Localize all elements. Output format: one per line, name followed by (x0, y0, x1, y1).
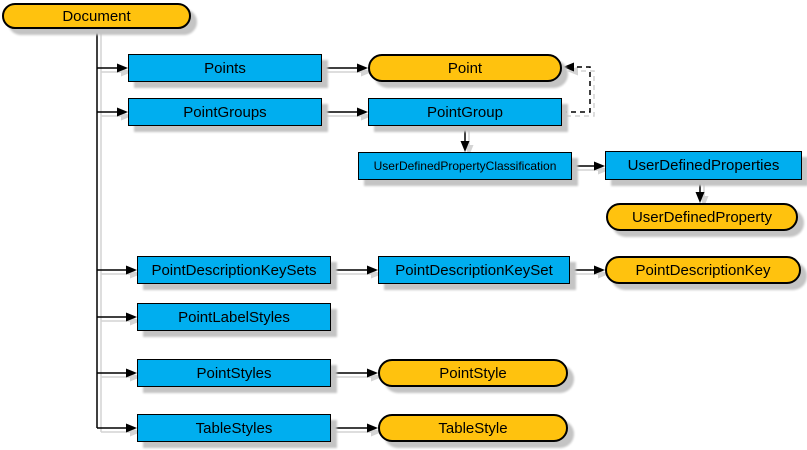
node-points[interactable]: Points (128, 54, 322, 82)
arrowhead-icon (695, 192, 705, 203)
connector-shadow-layer (100, 33, 709, 437)
arrowhead-icon (357, 107, 368, 117)
node-pointgroup[interactable]: PointGroup (368, 98, 562, 126)
pointgroup-to-point-dashed-line (562, 66, 591, 113)
arrowhead-icon (460, 141, 470, 152)
node-userdefinedproperty[interactable]: UserDefinedProperty (606, 203, 798, 231)
node-userdefinedpropertyclassification[interactable]: UserDefinedPropertyClassification (358, 152, 572, 180)
node-document[interactable]: Document (2, 3, 191, 29)
arrowhead-icon (126, 312, 137, 322)
node-pointdescriptionkeyset[interactable]: PointDescriptionKeySet (378, 256, 570, 284)
node-pointstyles[interactable]: PointStyles (137, 359, 331, 387)
node-pointlabelstyles[interactable]: PointLabelStyles (137, 303, 331, 331)
node-tablestyle[interactable]: TableStyle (378, 414, 568, 442)
node-pointstyle[interactable]: PointStyle (378, 359, 568, 387)
arrowhead-icon (367, 368, 378, 378)
arrowhead-icon (594, 265, 605, 275)
arrowhead-icon (367, 423, 378, 433)
arrowhead-icon (357, 63, 368, 73)
arrowhead-icon (594, 161, 605, 171)
arrowhead-icon (367, 265, 378, 275)
arrowhead-icon (117, 63, 128, 73)
node-pointdescriptionkeysets[interactable]: PointDescriptionKeySets (137, 256, 331, 284)
arrowhead-icon (117, 107, 128, 117)
arrowhead-icon (126, 423, 137, 433)
node-userdefinedproperties[interactable]: UserDefinedProperties (605, 151, 802, 180)
node-point[interactable]: Point (368, 54, 562, 82)
arrowhead-icon (126, 265, 137, 275)
arrowhead-icon (563, 62, 574, 72)
arrowhead-icon (126, 368, 137, 378)
node-pointgroups[interactable]: PointGroups (128, 98, 322, 126)
node-tablestyles[interactable]: TableStyles (137, 414, 331, 442)
connector-main-layer (96, 29, 705, 433)
node-pointdescriptionkey[interactable]: PointDescriptionKey (605, 256, 801, 284)
